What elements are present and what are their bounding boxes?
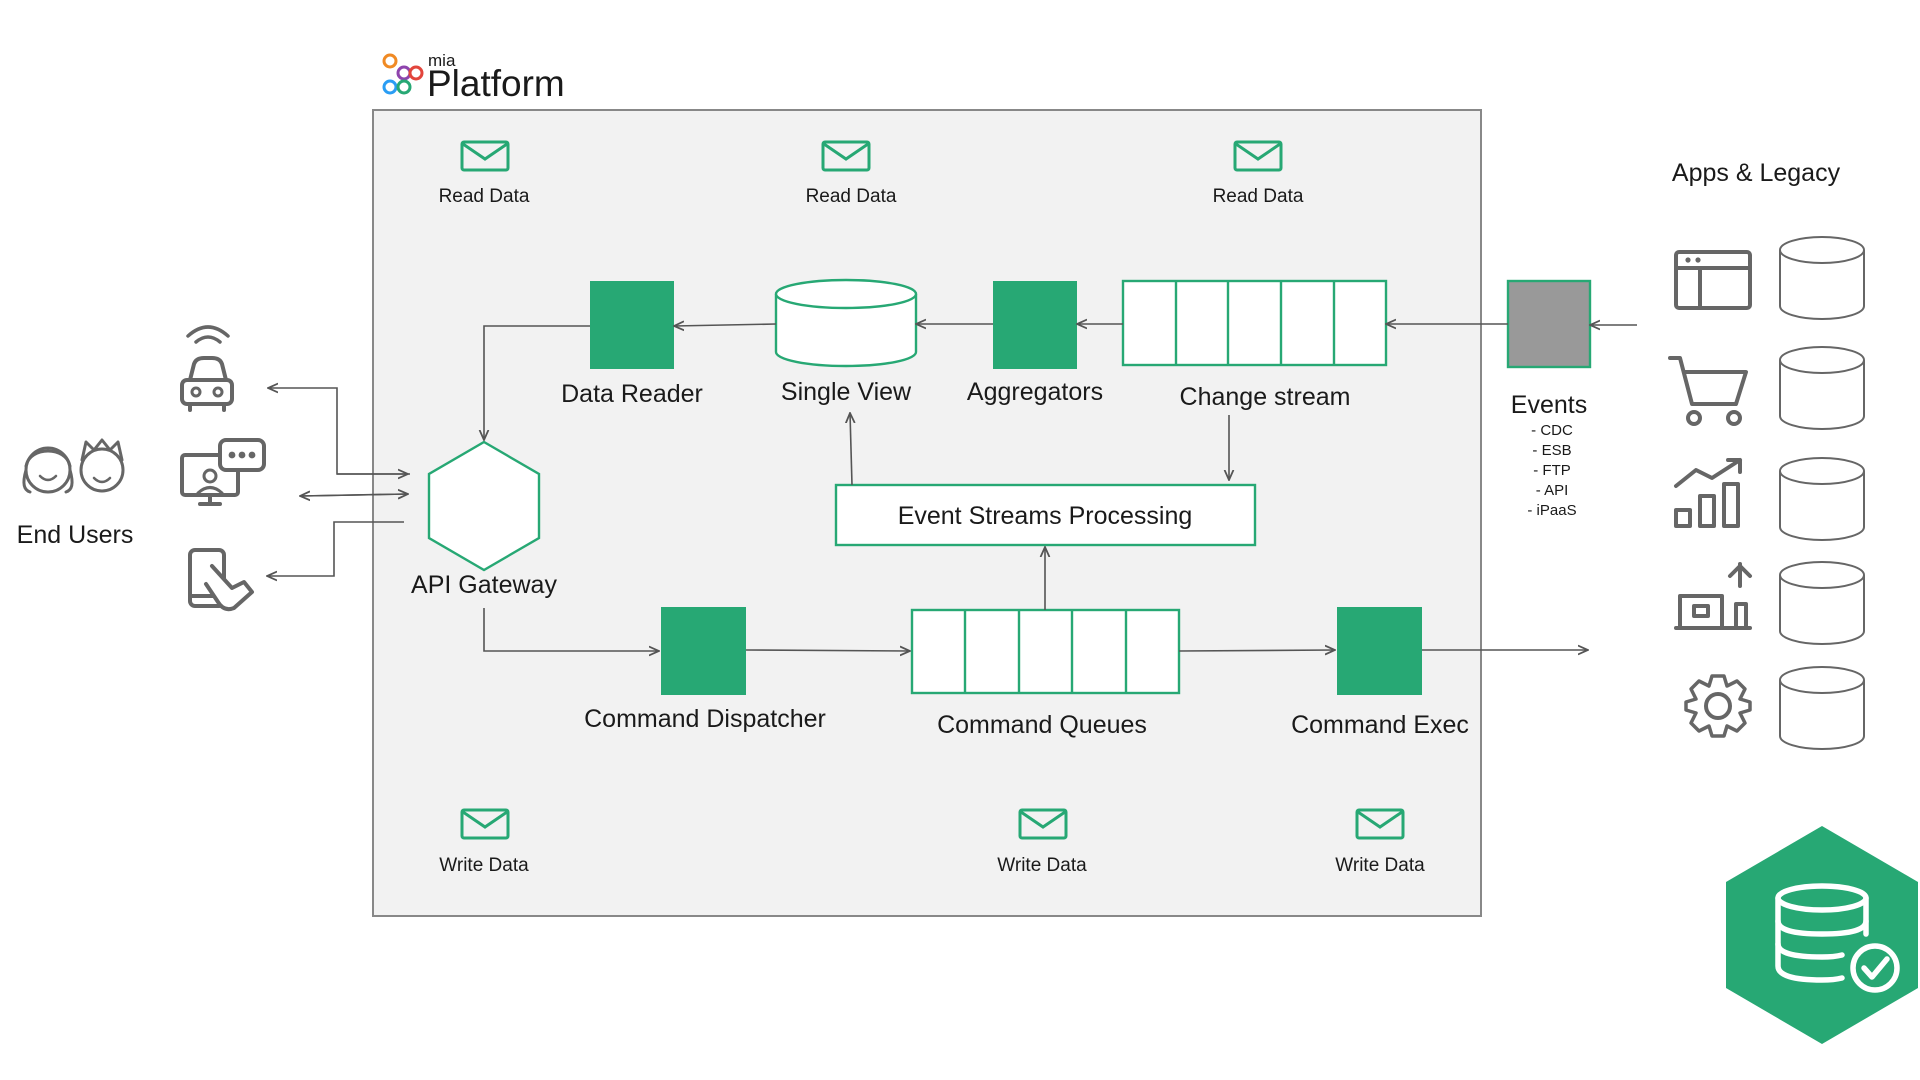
- events-item-ipaas: - iPaaS: [1527, 502, 1576, 519]
- write-data-label-2: Write Data: [997, 855, 1087, 876]
- change-stream-label: Change stream: [1180, 383, 1351, 411]
- event-streams-processing-label: Event Streams Processing: [898, 502, 1193, 530]
- connector-dispatcher-to-queues: [745, 650, 910, 651]
- connector-gateway-to-mobile: [267, 521, 404, 576]
- read-data-label-1: Read Data: [439, 186, 530, 207]
- mobile-touch-icon: [188, 548, 254, 612]
- logo-small-text: mia: [428, 51, 456, 70]
- command-queues-queue: [910, 608, 1181, 695]
- connector-desktop-to-gateway: [301, 494, 408, 496]
- event-streams-processing-box: [834, 483, 1257, 547]
- legacy-database-5-icon: [1779, 666, 1865, 750]
- legacy-database-3-icon: [1779, 457, 1865, 541]
- single-view-cylinder: [774, 278, 918, 368]
- connected-car-icon: [180, 325, 234, 412]
- command-exec-label: Command Exec: [1291, 711, 1469, 739]
- command-dispatcher-node: [661, 607, 746, 695]
- factory-icon: [1674, 562, 1752, 630]
- data-reader-node: [590, 281, 674, 369]
- api-gateway-label: API Gateway: [411, 571, 557, 599]
- connectors: [267, 324, 1637, 651]
- legacy-database-1-icon: [1779, 236, 1865, 320]
- growth-chart-icon: [1674, 458, 1742, 528]
- command-exec-node: [1337, 607, 1422, 695]
- events-title: Events: [1511, 391, 1587, 419]
- browser-window-icon: [1674, 250, 1752, 310]
- connector-processing-to-single-view: [850, 413, 852, 486]
- command-dispatcher-label: Command Dispatcher: [584, 705, 826, 733]
- events-item-esb: - ESB: [1532, 442, 1571, 459]
- events-item-api: - API: [1536, 482, 1569, 499]
- read-data-label-2: Read Data: [806, 186, 897, 207]
- api-gateway-hexagon: [427, 440, 541, 572]
- end-users-icon: [22, 438, 125, 494]
- database-check-icon: [1726, 826, 1918, 1044]
- logo-brand-text: Platform: [427, 63, 565, 104]
- logo-hexagons-icon: [382, 53, 424, 95]
- write-data-label-1: Write Data: [439, 855, 529, 876]
- change-stream-queue: [1121, 279, 1388, 367]
- shopping-cart-icon: [1668, 356, 1748, 426]
- legacy-database-2-icon: [1779, 346, 1865, 430]
- desktop-chat-icon: [180, 438, 266, 506]
- connector-single-view-to-data-reader: [674, 324, 777, 326]
- connector-api-gateway-to-dispatcher: [483, 608, 659, 651]
- apps-legacy-title: Apps & Legacy: [1672, 159, 1841, 187]
- end-users-label: End Users: [17, 521, 134, 549]
- command-queues-label: Command Queues: [937, 711, 1147, 739]
- events-item-cdc: - CDC: [1531, 422, 1573, 439]
- write-data-label-3: Write Data: [1335, 855, 1425, 876]
- connector-queues-to-exec: [1178, 650, 1335, 651]
- legacy-database-4-icon: [1779, 561, 1865, 645]
- single-view-label: Single View: [781, 378, 912, 406]
- events-node: [1506, 279, 1592, 369]
- aggregators-node: [993, 281, 1077, 369]
- events-item-ftp: - FTP: [1533, 462, 1571, 479]
- read-data-label-3: Read Data: [1213, 186, 1304, 207]
- aggregators-label: Aggregators: [967, 378, 1103, 406]
- gear-icon: [1684, 674, 1752, 738]
- data-reader-label: Data Reader: [561, 380, 703, 408]
- connector-data-reader-to-api-gateway: [484, 325, 590, 440]
- mia-platform-logo: mia Platform: [382, 51, 565, 104]
